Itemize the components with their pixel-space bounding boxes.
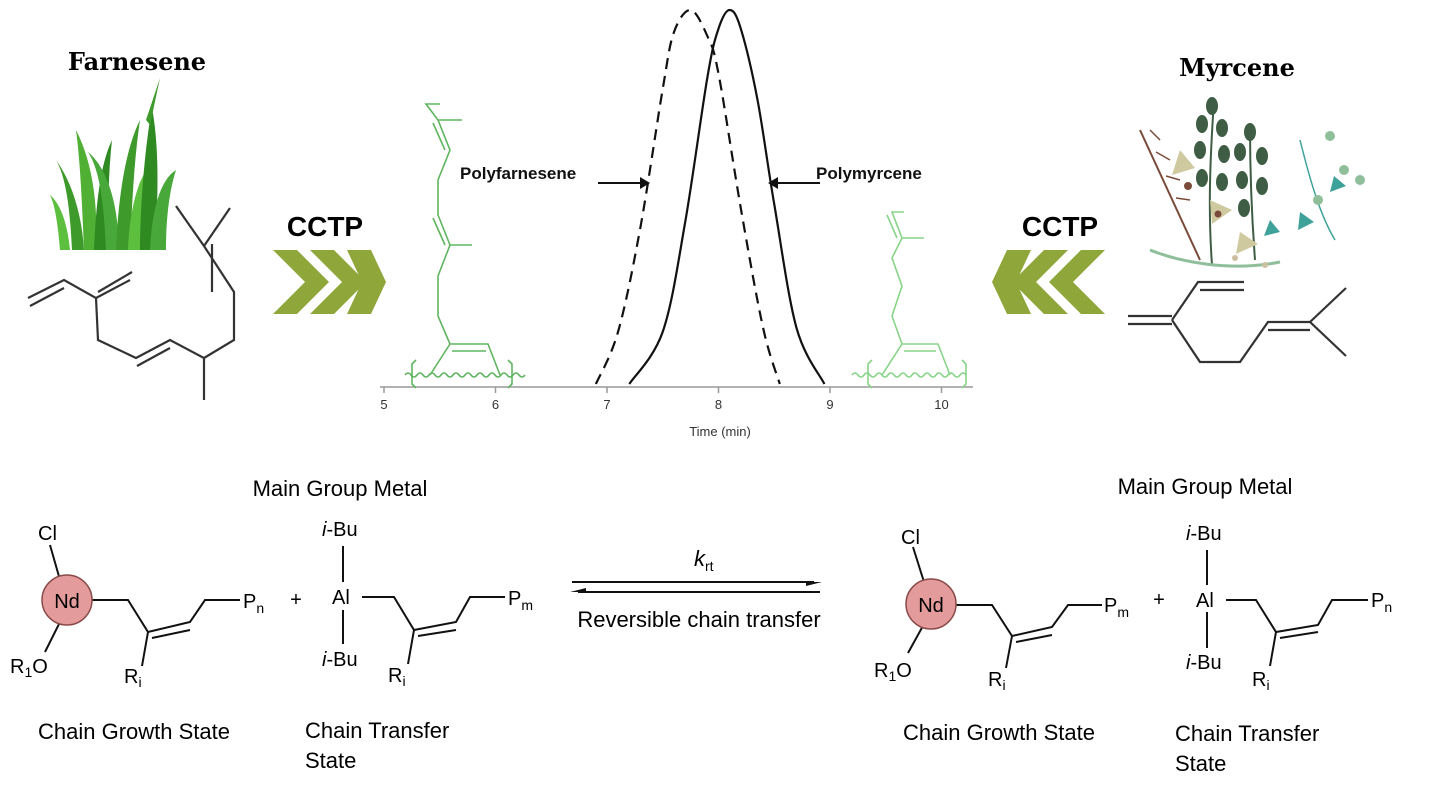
right-nd-complex: Nd Cl R1O Ri Pm xyxy=(874,527,1129,693)
left-al-symbol: Al xyxy=(332,587,350,609)
left-pn: Pn xyxy=(243,591,264,616)
left-transfer-label-2: State xyxy=(305,748,356,773)
right-al-symbol: Al xyxy=(1196,590,1214,612)
left-ri: Ri xyxy=(124,666,142,690)
right-cl: Cl xyxy=(901,527,920,549)
grass-icon xyxy=(50,78,176,250)
left-cctp-label: CCTP xyxy=(287,211,363,242)
right-ri: Ri xyxy=(988,669,1006,693)
right-al-complex: i-Bu Al i-Bu Ri Pn xyxy=(1186,523,1392,693)
rate-constant: krt xyxy=(694,546,714,574)
x-tick-label: 5 xyxy=(380,397,387,412)
polyfarnesene-curve xyxy=(594,8,781,385)
right-plus: + xyxy=(1153,589,1165,611)
left-nd-atom xyxy=(41,574,93,626)
left-plus: + xyxy=(290,589,302,611)
arrow-label: Reversible chain transfer xyxy=(577,607,820,632)
polymyrcene-curve xyxy=(628,8,826,385)
left-pm: Pm xyxy=(508,588,533,613)
myrcene-structure xyxy=(1128,280,1347,364)
right-nd-atom xyxy=(905,578,957,630)
left-nd-complex: Nd Cl R1O Ri Pn xyxy=(10,523,264,690)
right-chevrons-icon xyxy=(273,250,386,314)
right-pn: Pn xyxy=(1371,590,1392,615)
herb-icon xyxy=(1139,97,1365,268)
x-tick-label: 9 xyxy=(826,397,833,412)
gpc-chart: 5 6 7 8 9 10 Time (min) Polyfarnesene Polymyr… xyxy=(380,8,973,439)
polymyrcene-repeat-unit xyxy=(851,211,967,389)
right-ibu-top: i-Bu xyxy=(1186,523,1222,545)
left-r1o: R1O xyxy=(10,656,48,680)
right-metal-header: Main Group Metal xyxy=(1118,474,1293,499)
polyfarnesene-repeat-unit xyxy=(404,103,526,389)
right-transfer-label-1: Chain Transfer xyxy=(1175,721,1319,746)
myrcene-title: Myrcene xyxy=(1179,53,1295,82)
series-label-polyfarnesene: Polyfarnesene xyxy=(460,164,576,183)
x-tick-label: 10 xyxy=(934,397,948,412)
farnesene-title: Farnesene xyxy=(68,47,206,76)
x-tick-label: 7 xyxy=(603,397,610,412)
right-cctp-label: CCTP xyxy=(1022,211,1098,242)
farnesene-structure xyxy=(27,205,236,400)
left-transfer-label-1: Chain Transfer xyxy=(305,718,449,743)
right-growth-label: Chain Growth State xyxy=(903,720,1095,745)
right-ibu-bottom: i-Bu xyxy=(1186,652,1222,674)
left-al-complex: i-Bu Al i-Bu Ri Pm xyxy=(322,519,533,689)
series-label-polymyrcene: Polymyrcene xyxy=(816,164,922,183)
left-nd-symbol: Nd xyxy=(54,591,80,613)
equilibrium-arrows: krt Reversible chain transfer xyxy=(570,546,822,632)
right-transfer-label-2: State xyxy=(1175,751,1226,776)
right-nd-symbol: Nd xyxy=(918,595,944,617)
left-ri-al: Ri xyxy=(388,665,406,689)
left-growth-label: Chain Growth State xyxy=(38,719,230,744)
x-tick-label: 8 xyxy=(715,397,722,412)
right-ri-al: Ri xyxy=(1252,669,1270,693)
mechanism-scheme: Main Group Metal Main Group Metal Nd Cl … xyxy=(10,474,1392,776)
left-cl: Cl xyxy=(38,523,57,545)
right-pm: Pm xyxy=(1104,595,1129,620)
left-chevrons-icon xyxy=(992,250,1105,314)
x-axis-label: Time (min) xyxy=(689,424,751,439)
left-ibu-bottom: i-Bu xyxy=(322,649,358,671)
right-r1o: R1O xyxy=(874,660,912,684)
x-tick-label: 6 xyxy=(492,397,499,412)
left-ibu-top: i-Bu xyxy=(322,519,358,541)
left-metal-header: Main Group Metal xyxy=(253,476,428,501)
